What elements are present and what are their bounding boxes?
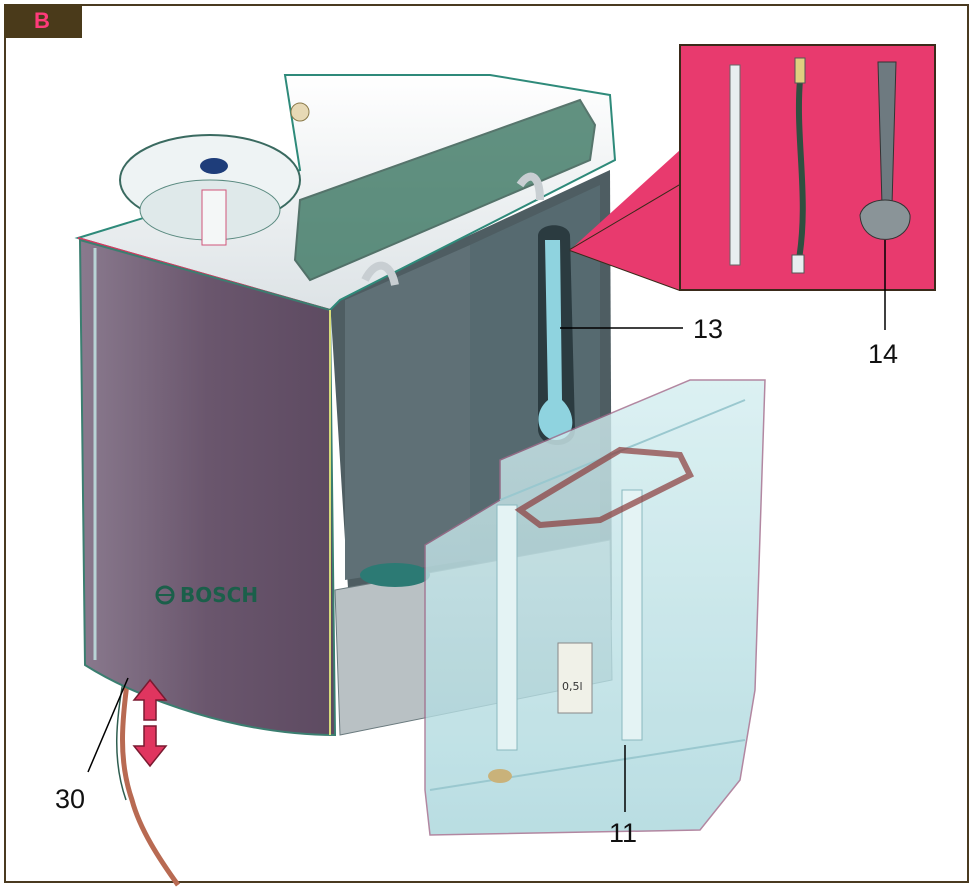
tank-level-mark: 0,5l	[562, 680, 583, 693]
tube-accessory	[795, 79, 806, 266]
panel-tag: B	[4, 4, 82, 38]
up-down-arrow-icon	[132, 678, 168, 768]
power-cord	[120, 675, 181, 887]
water-tank-lid	[293, 98, 597, 282]
brand-name: BOSCH	[180, 583, 258, 607]
callout-13: 13	[693, 314, 723, 344]
brand-logo-icon	[155, 585, 175, 605]
accessories-inset	[569, 44, 936, 291]
straw-accessory	[729, 64, 741, 266]
callout-11: 11	[609, 818, 637, 848]
callout-14: 14	[868, 339, 898, 369]
machine-front-side	[78, 238, 337, 737]
callout-30: 30	[55, 784, 85, 814]
